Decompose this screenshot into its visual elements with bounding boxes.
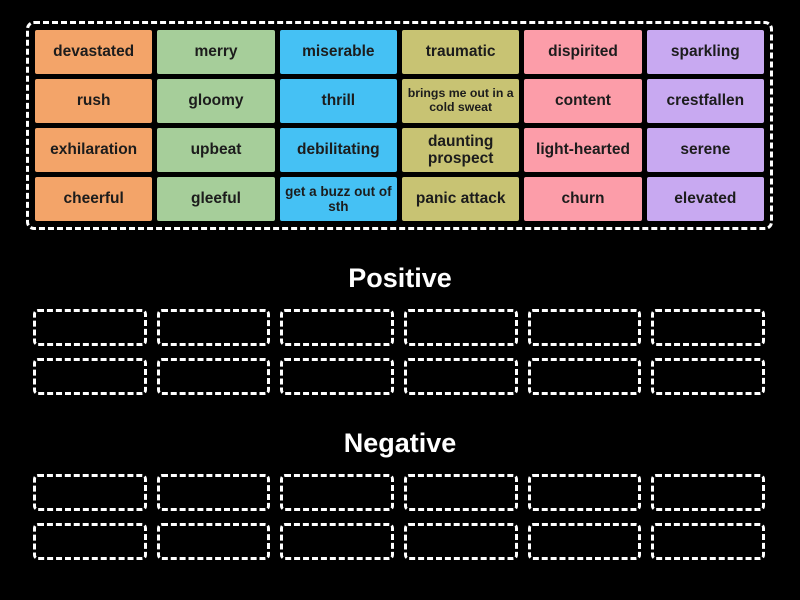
empty-drop-slot[interactable] (527, 474, 642, 511)
word-tile[interactable]: brings me out in a cold sweat (402, 79, 520, 123)
empty-drop-slot[interactable] (33, 474, 147, 511)
word-tile[interactable]: upbeat (157, 128, 275, 172)
positive-slot-grid (33, 309, 765, 395)
group-title-negative: Negative (343, 428, 457, 458)
empty-drop-slot[interactable] (651, 358, 765, 395)
empty-drop-slot[interactable] (651, 474, 765, 511)
word-tile[interactable]: traumatic (402, 30, 520, 74)
empty-drop-slot[interactable] (156, 358, 271, 395)
empty-drop-slot[interactable] (280, 309, 394, 346)
empty-drop-slot[interactable] (527, 358, 642, 395)
word-tile[interactable]: merry (157, 30, 275, 74)
word-tile[interactable]: crestfallen (646, 79, 764, 123)
empty-drop-slot[interactable] (403, 474, 518, 511)
empty-drop-slot[interactable] (33, 309, 147, 346)
word-tile[interactable]: get a buzz out of sth (279, 177, 397, 221)
word-tile[interactable]: miserable (279, 30, 397, 74)
word-tile[interactable]: daunting prospect (402, 128, 520, 172)
empty-drop-slot[interactable] (33, 358, 147, 395)
empty-drop-slot[interactable] (651, 309, 765, 346)
empty-drop-slot[interactable] (156, 523, 271, 560)
word-tile[interactable]: light-hearted (524, 128, 642, 172)
word-tile[interactable]: churn (524, 177, 642, 221)
word-tile[interactable]: rush (35, 79, 153, 123)
empty-drop-slot[interactable] (280, 474, 394, 511)
empty-drop-slot[interactable] (651, 523, 765, 560)
word-tile[interactable]: serene (646, 128, 764, 172)
empty-drop-slot[interactable] (33, 523, 147, 560)
word-tile[interactable]: thrill (279, 79, 397, 123)
empty-drop-slot[interactable] (527, 309, 642, 346)
word-tile[interactable]: dispirited (524, 30, 642, 74)
word-tile[interactable]: gleeful (157, 177, 275, 221)
empty-drop-slot[interactable] (156, 474, 271, 511)
word-tile[interactable]: exhilaration (35, 128, 153, 172)
word-tile[interactable]: elevated (646, 177, 764, 221)
empty-drop-slot[interactable] (280, 523, 394, 560)
empty-drop-slot[interactable] (527, 523, 642, 560)
empty-drop-slot[interactable] (280, 358, 394, 395)
negative-slot-grid (33, 474, 765, 560)
empty-drop-slot[interactable] (403, 309, 518, 346)
word-tile[interactable]: debilitating (279, 128, 397, 172)
word-tile[interactable]: content (524, 79, 642, 123)
word-tile[interactable]: devastated (35, 30, 153, 74)
empty-drop-slot[interactable] (403, 523, 518, 560)
empty-drop-slot[interactable] (156, 309, 271, 346)
group-title-positive: Positive (348, 263, 452, 293)
empty-drop-slot[interactable] (403, 358, 518, 395)
word-tile[interactable]: gloomy (157, 79, 275, 123)
word-tile[interactable]: panic attack (402, 177, 520, 221)
word-tile[interactable]: sparkling (646, 30, 764, 74)
word-tile[interactable]: cheerful (35, 177, 153, 221)
